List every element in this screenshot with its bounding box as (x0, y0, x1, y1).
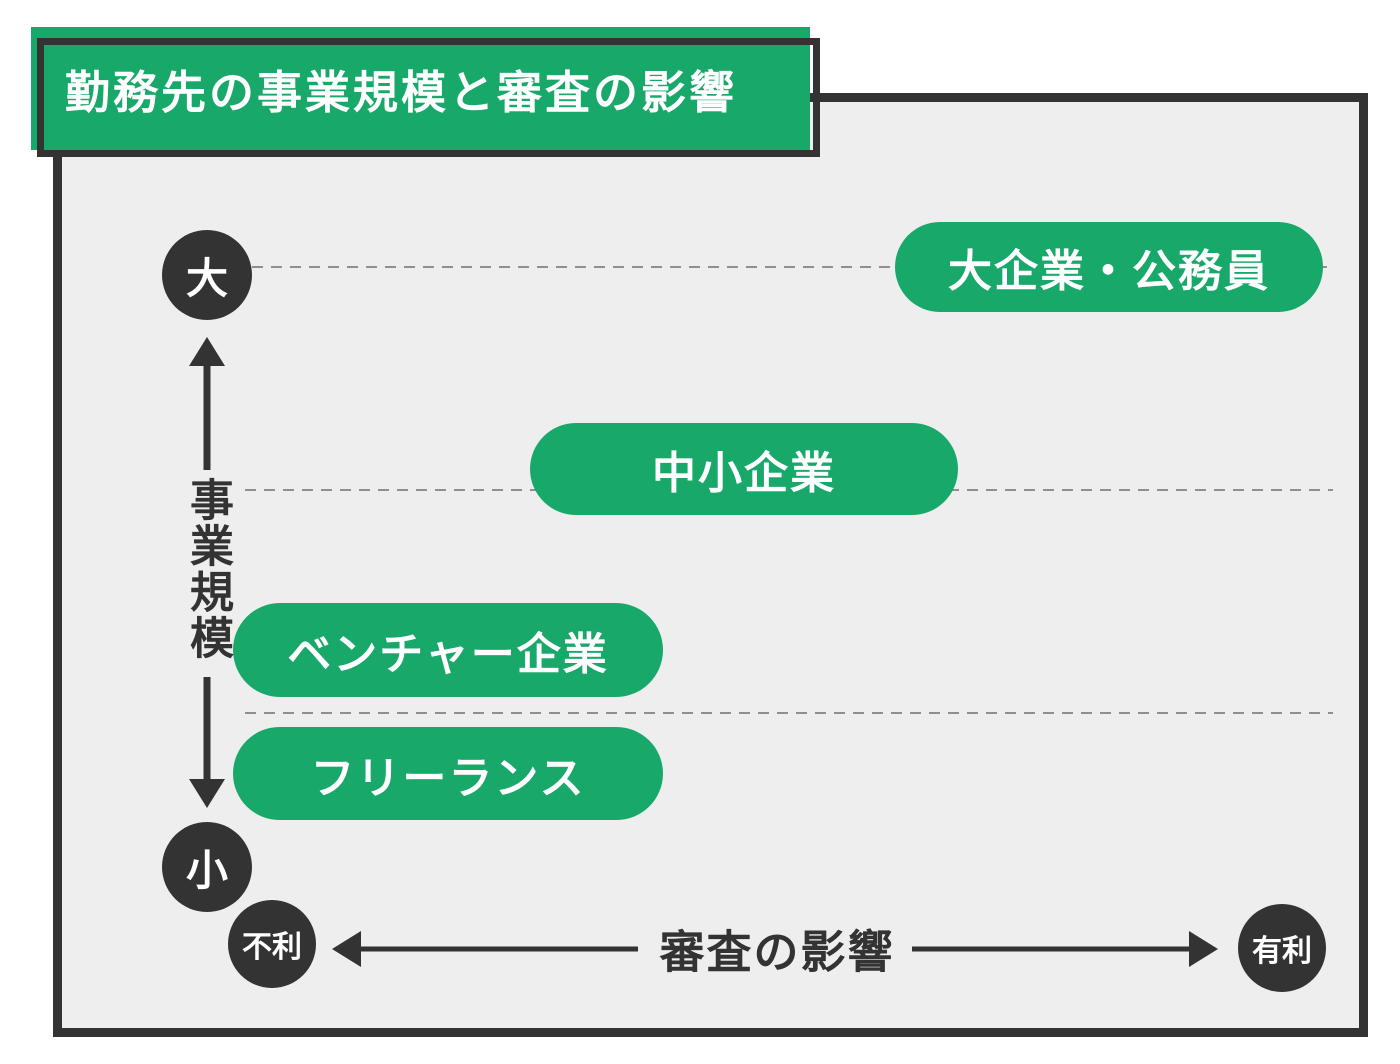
x-axis-right-badge: 有利 (1238, 904, 1326, 992)
item-pill-sme: 中小企業 (530, 423, 958, 515)
y-axis-min-badge: 小 (162, 822, 252, 912)
item-label: フリーランス (310, 753, 586, 803)
left-arrow-icon (332, 931, 361, 967)
item-pill-freelance: フリーランス (233, 727, 663, 820)
y-axis-title: 事業規模 (183, 477, 232, 661)
y-axis-max-label: 大 (185, 254, 228, 302)
item-label: ベンチャー企業 (287, 630, 609, 679)
item-label: 中小企業 (652, 449, 836, 498)
page-title: 勤務先の事業規模と審査の影響 (65, 67, 738, 118)
item-pill-venture: ベンチャー企業 (233, 603, 663, 697)
x-axis-title: 審査の影響 (659, 926, 895, 978)
down-arrow-icon (189, 779, 225, 808)
right-arrow-icon (1189, 931, 1218, 967)
x-axis-right-label: 有利 (1252, 935, 1312, 968)
title-banner: 勤務先の事業規模と審査の影響 (31, 27, 810, 150)
item-pill-large-company: 大企業・公務員 (895, 222, 1323, 312)
item-label: 大企業・公務員 (948, 247, 1270, 296)
up-arrow-icon (189, 337, 225, 366)
x-axis-left-label: 不利 (242, 931, 302, 964)
y-axis-max-badge: 大 (162, 230, 252, 320)
y-axis-min-label: 小 (185, 846, 228, 894)
x-axis-left-badge: 不利 (228, 900, 316, 988)
